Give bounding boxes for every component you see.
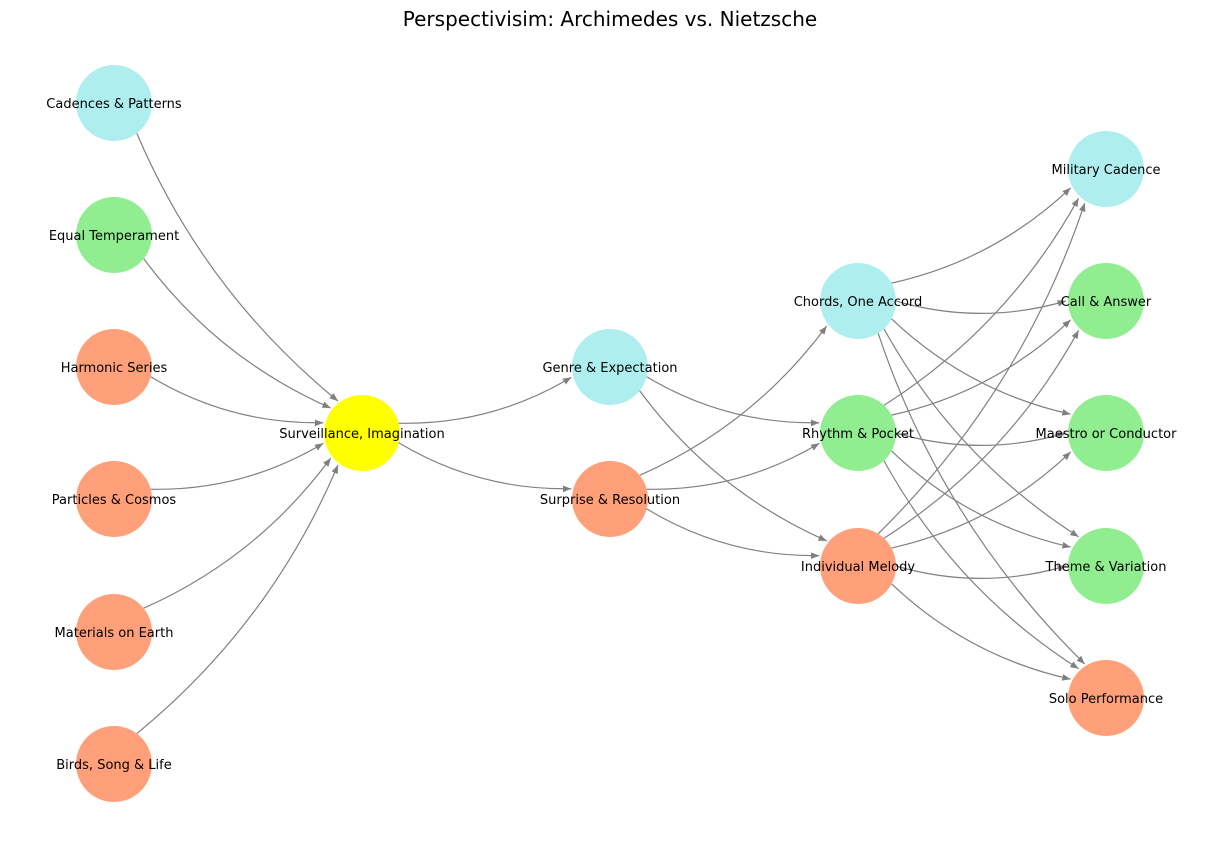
node-equal-circle [76,197,152,273]
node-equal: Equal Temperament [49,197,179,273]
node-solo: Solo Performance [1049,660,1163,736]
edge-chords-to-call [895,300,1067,314]
node-solo-circle [1068,660,1144,736]
node-surprise-circle [572,461,648,537]
node-birds-label: Birds, Song & Life [56,758,171,773]
node-rhythm: Rhythm & Pocket [802,395,914,471]
edge-cadences-to-surveillance [136,133,339,402]
edge-chords-to-military [891,187,1072,284]
node-military-label: Military Cadence [1052,163,1161,178]
edge-melody-to-solo [891,583,1071,681]
node-particles-circle [76,461,152,537]
node-call-circle [1068,263,1144,339]
edge-rhythm-to-theme [891,450,1071,549]
node-call-label: Call & Answer [1061,295,1152,310]
node-maestro: Maestro or Conductor [1036,395,1178,471]
edge-melody-to-call [883,329,1080,539]
edge-surprise-to-chords [639,325,828,476]
node-harmonic-label: Harmonic Series [61,361,168,376]
edge-particles-to-surveillance [150,442,324,490]
edge-surveillance-to-surprise [398,442,572,493]
node-theme-circle [1068,528,1144,604]
edge-genre-to-rhythm [646,376,820,427]
node-genre: Genre & Expectation [542,329,678,405]
edge-equal-to-surveillance [143,258,331,409]
node-particles-label: Particles & Cosmos [52,493,177,508]
node-birds-circle [76,726,152,802]
node-harmonic: Harmonic Series [61,329,168,405]
node-materials-circle [76,594,152,670]
node-cadences-label: Cadences & Patterns [46,97,182,112]
node-theme-label: Theme & Variation [1045,560,1167,575]
node-materials: Materials on Earth [55,594,174,670]
edge-rhythm-to-solo [883,460,1079,670]
node-rhythm-circle [820,395,896,471]
edge-birds-to-surveillance [136,464,339,735]
node-melody-circle [820,528,896,604]
node-military-circle [1068,131,1144,207]
edge-rhythm-to-military [883,197,1080,406]
node-genre-circle [572,329,648,405]
edge-chords-to-maestro [891,318,1071,416]
edge-materials-to-surveillance [143,457,332,609]
node-call: Call & Answer [1061,263,1152,339]
edge-rhythm-to-call [891,319,1072,416]
node-military: Military Cadence [1052,131,1161,207]
diagram-title: Perspectivisim: Archimedes vs. Nietzsche [403,7,817,31]
node-materials-label: Materials on Earth [55,626,174,641]
edge-chords-to-solo [877,333,1086,665]
node-chords-label: Chords, One Accord [794,295,923,310]
node-surveillance: Surveillance, Imagination [279,395,445,471]
node-maestro-label: Maestro or Conductor [1036,427,1178,442]
node-cadences: Cadences & Patterns [46,65,182,141]
edge-surprise-to-melody [646,508,820,560]
node-surprise-label: Surprise & Resolution [540,493,680,508]
node-surprise: Surprise & Resolution [540,461,680,537]
edge-melody-to-military [877,202,1086,535]
node-equal-label: Equal Temperament [49,229,179,244]
node-melody: Individual Melody [801,528,915,604]
edge-melody-to-maestro [891,451,1072,549]
edge-genre-to-melody [639,390,828,542]
edge-rhythm-to-maestro [895,432,1067,446]
node-chords-circle [820,263,896,339]
node-particles: Particles & Cosmos [52,461,177,537]
edges-layer [136,133,1086,735]
edge-surprise-to-rhythm [646,442,820,490]
edge-melody-to-theme [895,565,1067,579]
edge-harmonic-to-surveillance [150,376,324,427]
node-theme: Theme & Variation [1045,528,1167,604]
node-rhythm-label: Rhythm & Pocket [802,427,914,442]
node-solo-label: Solo Performance [1049,692,1163,707]
node-birds: Birds, Song & Life [56,726,172,802]
node-melody-label: Individual Melody [801,560,915,575]
node-chords: Chords, One Accord [794,263,923,339]
node-harmonic-circle [76,329,152,405]
edge-surveillance-to-genre [398,376,572,424]
node-maestro-circle [1068,395,1144,471]
node-surveillance-label: Surveillance, Imagination [279,427,444,442]
node-surveillance-circle [324,395,400,471]
node-cadences-circle [76,65,152,141]
node-genre-label: Genre & Expectation [542,361,677,376]
